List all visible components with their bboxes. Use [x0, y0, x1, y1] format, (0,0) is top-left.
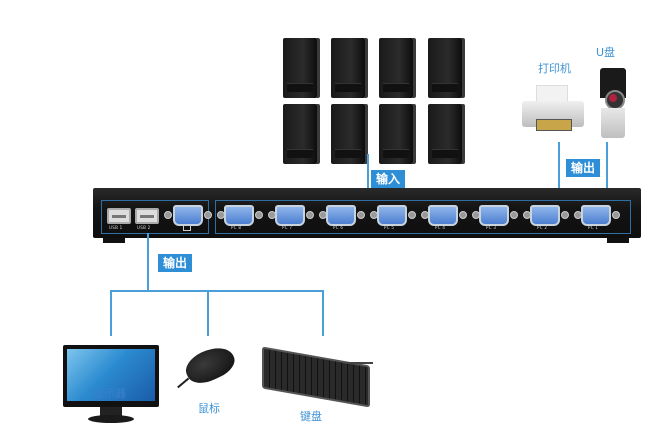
port-label: PC 8 — [231, 225, 242, 230]
screw — [561, 211, 569, 219]
vga-port-pc8 — [224, 205, 254, 226]
pc-tower — [428, 104, 462, 164]
vga-port-pc2 — [530, 205, 560, 226]
mouse-line — [207, 290, 209, 336]
port-label: USB 1 — [109, 225, 123, 230]
kvm-foot — [103, 238, 125, 243]
pc-tower — [283, 104, 317, 164]
port-label: PC 2 — [537, 225, 548, 230]
port-label: PC 3 — [486, 225, 497, 230]
vga-port-pc3 — [479, 205, 509, 226]
vga-port-pc5 — [377, 205, 407, 226]
printer-line — [558, 142, 560, 188]
monitor-label: 显示器 — [93, 387, 126, 400]
screw — [510, 211, 518, 219]
port-label: PC 4 — [435, 225, 446, 230]
usb-drive-icon — [600, 68, 626, 138]
screw — [306, 211, 314, 219]
usb-port-1 — [107, 208, 131, 224]
port-label: PC 7 — [282, 225, 293, 230]
usb-drive-line — [606, 142, 608, 188]
usb-port-2 — [135, 208, 159, 224]
kvm-switch: USB 1 USB 2 PC 8 PC 7 PC 6 PC 5 PC 4 PC … — [93, 188, 641, 238]
keyboard-label: 键盘 — [300, 410, 322, 423]
screw — [408, 211, 416, 219]
input-tag: 输入 — [371, 170, 406, 188]
vga-port-pc7 — [275, 205, 305, 226]
pc-tower — [283, 38, 317, 98]
usb-drive-label: U盘 — [596, 46, 616, 59]
keyboard-line — [322, 290, 324, 336]
screw — [204, 211, 212, 219]
mouse-label: 鼠标 — [198, 402, 220, 415]
port-label: USB 2 — [137, 225, 151, 230]
kvm-foot — [607, 238, 629, 243]
pc-tower — [379, 104, 413, 164]
pc-tower — [331, 104, 365, 164]
monitor-port-icon — [183, 225, 191, 231]
screw — [612, 211, 620, 219]
output-line-main — [147, 233, 149, 291]
monitor-line — [110, 290, 112, 336]
vga-port-pc1 — [581, 205, 611, 226]
pc-tower — [331, 38, 365, 98]
monitor-vga-port — [173, 205, 203, 226]
output-tag-top: 输出 — [566, 159, 601, 177]
pc-tower — [428, 38, 462, 98]
vga-port-pc4 — [428, 205, 458, 226]
vga-port-pc6 — [326, 205, 356, 226]
pc-port-group — [215, 200, 631, 234]
screw — [164, 211, 172, 219]
port-label: PC 6 — [333, 225, 344, 230]
screw — [459, 211, 467, 219]
output-tag-bottom: 输出 — [158, 254, 193, 272]
input-line — [367, 154, 369, 196]
output-line-branch — [110, 290, 323, 292]
printer-label: 打印机 — [538, 62, 571, 75]
pc-tower — [379, 38, 413, 98]
port-label: PC 5 — [384, 225, 395, 230]
screw — [255, 211, 263, 219]
port-label: PC 1 — [588, 225, 599, 230]
screw — [357, 211, 365, 219]
printer-icon — [522, 85, 584, 135]
